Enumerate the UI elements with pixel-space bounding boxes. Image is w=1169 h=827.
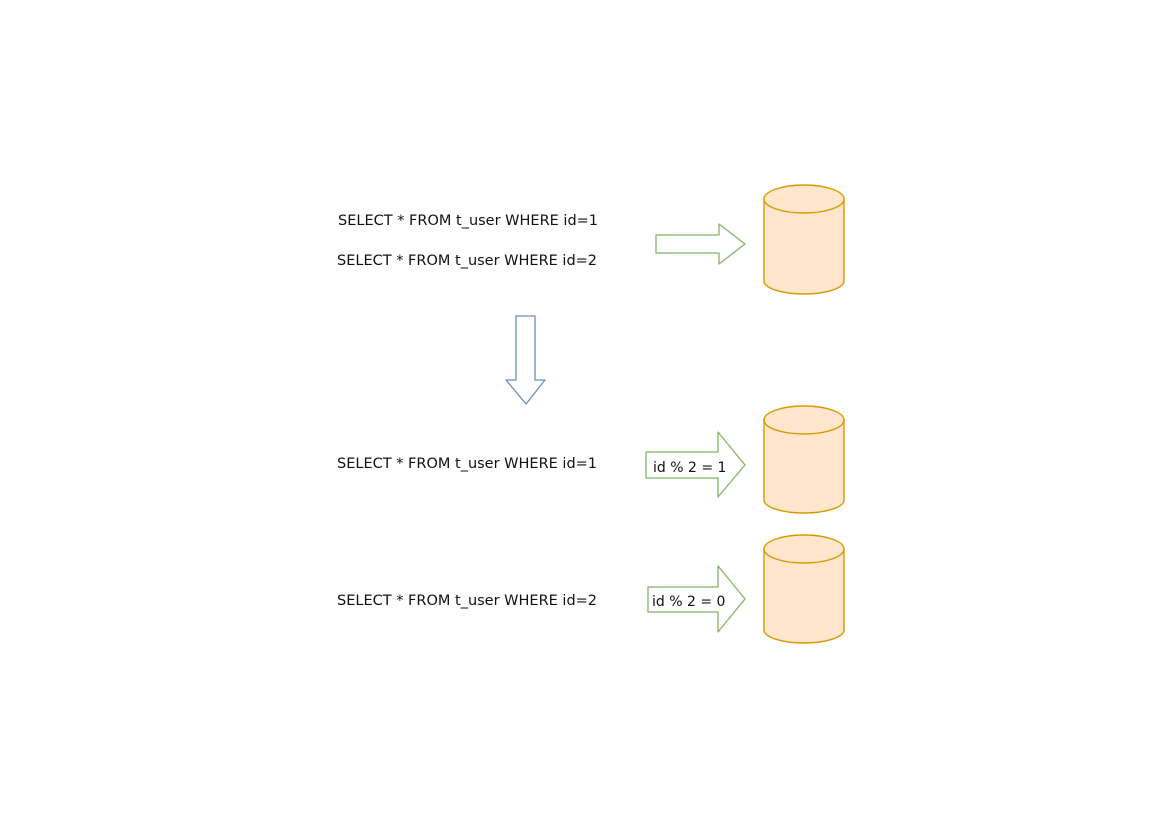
before-query-2: SELECT * FROM t_user WHERE id=2	[337, 253, 597, 269]
condition-odd: id % 2 = 1	[653, 460, 726, 476]
database-single	[763, 184, 845, 295]
before-query-1: SELECT * FROM t_user WHERE id=1	[338, 213, 598, 229]
condition-even: id % 2 = 0	[652, 594, 725, 610]
route-arrow-even	[647, 565, 746, 633]
after-query-1: SELECT * FROM t_user WHERE id=1	[337, 456, 597, 472]
transform-arrow-down	[505, 315, 546, 405]
database-shard-2	[763, 534, 845, 644]
route-arrow-odd	[645, 431, 746, 498]
database-shard-1	[763, 405, 845, 514]
after-query-2: SELECT * FROM t_user WHERE id=2	[337, 593, 597, 609]
route-arrow-single	[655, 223, 746, 265]
